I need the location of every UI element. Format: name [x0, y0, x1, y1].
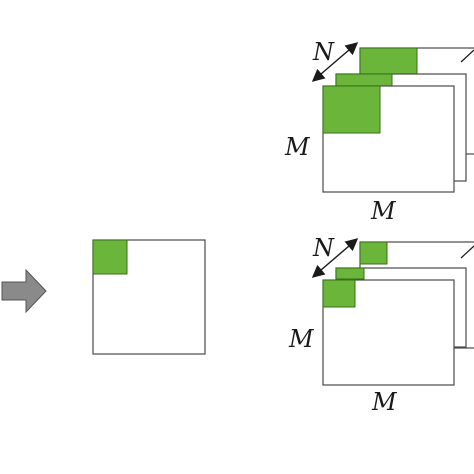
double-headed-arrow-icon	[311, 42, 359, 82]
bottom-depth-label: N	[312, 234, 335, 262]
top-back-block	[359, 47, 418, 76]
bottom-middle-block	[335, 267, 365, 280]
top-depth-label: N	[312, 38, 335, 66]
top-width-label: M	[370, 197, 397, 225]
bottom-front-block	[322, 279, 356, 308]
double-headed-arrow-icon	[311, 238, 359, 278]
bottom-back-block	[359, 241, 388, 265]
bottom-matrix-stack: N M M	[288, 234, 474, 416]
top-front-block	[322, 85, 381, 134]
bottom-width-label: M	[371, 388, 398, 416]
bottom-height-label: M	[288, 325, 315, 353]
input-matrix	[92, 239, 206, 355]
right-arrow-icon	[1, 268, 47, 314]
top-matrix-stack: N M M	[284, 38, 474, 225]
input-kernel-block	[92, 239, 128, 275]
top-height-label: M	[284, 133, 311, 161]
